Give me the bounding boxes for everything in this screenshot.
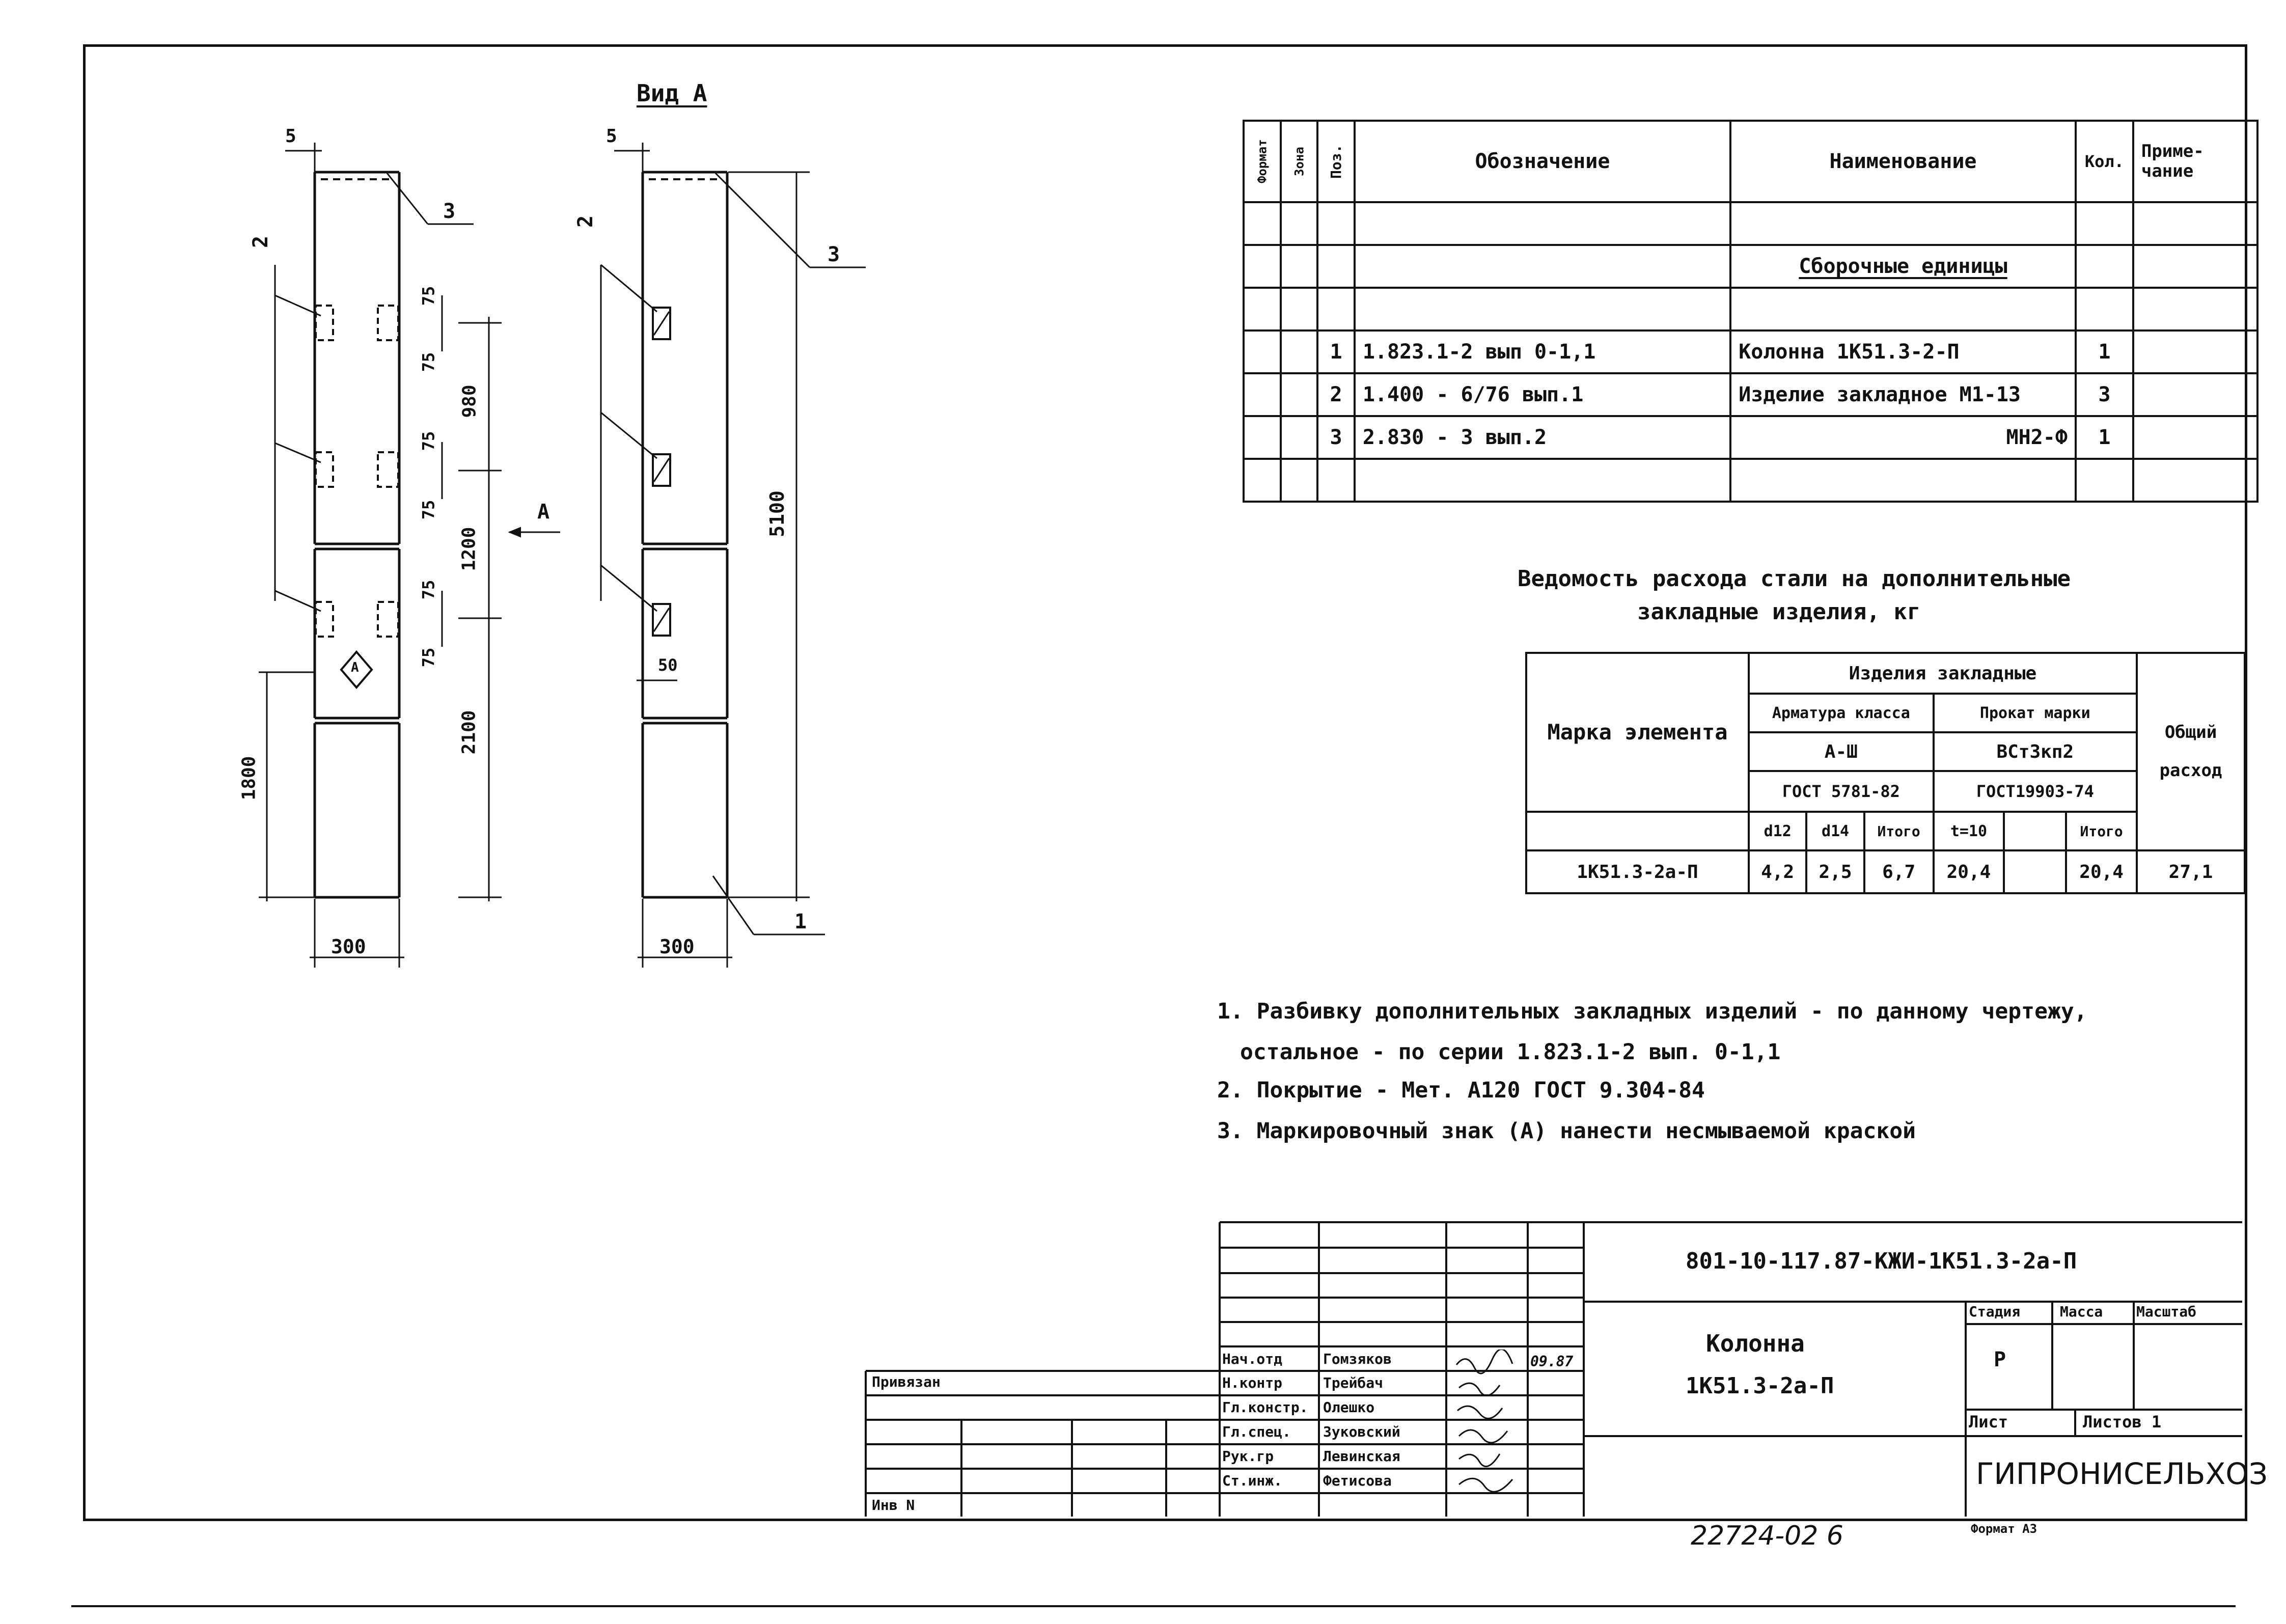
steel-row-value: 20,4: [2065, 849, 2138, 894]
stage-value: Р: [1994, 1348, 2006, 1371]
note-1-continued: остальное - по серии 1.823.1-2 вып. 0-1,…: [1240, 1039, 1781, 1065]
scale-header: Масштаб: [2136, 1303, 2197, 1320]
steel-rolled-grade: ВСт3кп2: [1932, 731, 2138, 772]
steel-sub-header: d14: [1805, 811, 1865, 851]
signer-date: 09.87: [1530, 1353, 1574, 1370]
signer-name: Олешко: [1323, 1399, 1375, 1416]
steel-sub-header: t=10: [1932, 811, 2005, 851]
signatures: [1455, 1350, 1513, 1493]
spec-header-note: Приме-чание: [2132, 120, 2259, 203]
right-dim-top-offset: 5: [606, 126, 617, 147]
spec-header-qty: Кол.: [2074, 120, 2134, 203]
signer-name: Левинская: [1323, 1448, 1400, 1465]
steel-gost-rolled: ГОСТ19903-74: [1932, 770, 2138, 813]
steel-header-total: Общий расход: [2136, 652, 2246, 851]
steel-sub-header: Итого: [2065, 811, 2138, 851]
spec-row-qty: 3: [2074, 372, 2134, 417]
steel-table-title-line2: закладные изделия, кг: [1637, 599, 1921, 625]
mass-header: Масса: [2060, 1303, 2103, 1320]
steel-gost-rebar: ГОСТ 5781-82: [1748, 770, 1935, 813]
spec-section-title: Сборочные единицы: [1799, 255, 2007, 278]
right-pos-3-label: 3: [828, 243, 840, 266]
signer-name: Зуковский: [1323, 1423, 1400, 1440]
spec-row-pos: 1: [1316, 329, 1356, 374]
signer-role: Ст.инж.: [1222, 1472, 1283, 1489]
spec-row: 3 2.830 - 3 вып.2 МН2-Ф 1: [1243, 415, 2259, 460]
steel-row-mark: 1К51.3-2а-П: [1525, 849, 1750, 894]
signer-name: Гомзяков: [1323, 1351, 1392, 1367]
document-code: 801-10-117.87-КЖИ-1К51.3-2а-П: [1686, 1248, 2077, 1274]
steel-table-title-line1: Ведомость расхода стали на дополнительны…: [1518, 566, 2071, 592]
right-dim-50: 50: [658, 655, 678, 675]
stage-header: Стадия: [1969, 1303, 2021, 1320]
privyazan-label: Привязан: [872, 1373, 941, 1390]
steel-rebar-class: А-Ш: [1748, 731, 1935, 772]
steel-header-rebar: Арматура класса: [1748, 693, 1935, 733]
note-2: 2. Покрытие - Мет. А120 ГОСТ 9.304-84: [1217, 1078, 1705, 1103]
view-arrow-label: А: [537, 500, 550, 524]
sheet-format: Формат А3: [1971, 1522, 2037, 1536]
spec-row-qty: 1: [2074, 415, 2134, 460]
steel-row-value: 2,5: [1805, 849, 1865, 894]
spec-row-designation: 1.400 - 6/76 вып.1: [1353, 372, 1732, 417]
view-a-title: Вид А: [637, 79, 707, 107]
spec-header-name: Наименование: [1729, 120, 2077, 203]
organization-name: ГИПРОНИСЕЛЬХОЗ: [1976, 1456, 2268, 1491]
signer-role: Гл.констр.: [1222, 1399, 1308, 1416]
signer-name: Трейбач: [1323, 1374, 1384, 1391]
steel-header-mark: Марка элемента: [1525, 652, 1750, 813]
right-column-body: [641, 171, 729, 899]
spec-row: 1 1.823.1-2 вып 0-1,1 Колонна 1К51.3-2-П…: [1243, 329, 2259, 374]
note-3: 3. Маркировочный знак (А) нанести несмыв…: [1217, 1118, 1916, 1144]
left-dim-top-offset: 5: [285, 126, 296, 147]
steel-row-value: 6,7: [1863, 849, 1935, 894]
spec-header-designation: Обозначение: [1353, 120, 1732, 203]
sheets-label: Листов 1: [2083, 1412, 2162, 1432]
steel-row-value: [2003, 849, 2068, 894]
specification-table: Формат Зона Поз. Обозначение Наименовани…: [1243, 120, 2259, 503]
spec-row-name: Изделие закладное М1-13: [1729, 372, 2077, 417]
steel-header-items: Изделия закладные: [1748, 652, 2138, 695]
steel-row-value: 20,4: [1932, 849, 2005, 894]
sheet-label: Лист: [1969, 1412, 2008, 1432]
inventory-number-label: Инв N: [872, 1497, 915, 1513]
spec-row-pos: 2: [1316, 372, 1356, 417]
bottom-trim-line: [71, 1605, 2236, 1607]
signer-role: Рук.гр: [1222, 1448, 1274, 1465]
signer-role: Нач.отд: [1222, 1351, 1283, 1367]
sheet-frame: [83, 44, 2247, 1521]
steel-sub-header: Итого: [1863, 811, 1935, 851]
signer-name: Фетисова: [1323, 1472, 1392, 1489]
spec-row-pos: 3: [1316, 415, 1356, 460]
spec-row-name: МН2-Ф: [1729, 415, 2077, 460]
steel-table: Марка элемента Изделия закладные Общий р…: [1525, 652, 2246, 894]
spec-row-qty: 1: [2074, 329, 2134, 374]
spec-row-designation: 1.823.1-2 вып 0-1,1: [1353, 329, 1732, 374]
signer-role: Н.контр: [1222, 1374, 1283, 1391]
title-name-line2: 1К51.3-2а-П: [1686, 1373, 1834, 1399]
right-pos-1-label: 1: [794, 910, 807, 933]
spec-row: 2 1.400 - 6/76 вып.1 Изделие закладное М…: [1243, 372, 2259, 417]
archive-number: 22724-02 6: [1691, 1521, 1843, 1551]
right-dim-width: 300: [659, 935, 695, 958]
spec-row-designation: 2.830 - 3 вып.2: [1353, 415, 1732, 460]
left-dim-width: 300: [331, 935, 366, 958]
steel-header-rolled: Прокат марки: [1932, 693, 2138, 733]
left-pos-3-label: 3: [443, 200, 456, 223]
note-1: 1. Разбивку дополнительных закладных изд…: [1217, 999, 2087, 1024]
steel-row-value: 4,2: [1747, 849, 1808, 894]
steel-sub-header: d12: [1747, 811, 1808, 851]
steel-data-row: 1К51.3-2а-П 4,2 2,5 6,7 20,4 20,4 27,1: [1525, 849, 2246, 894]
title-name-line1: Колонна: [1706, 1330, 1805, 1357]
signer-role: Гл.спец.: [1222, 1423, 1291, 1440]
column-drawing: [259, 143, 866, 968]
steel-sub-header: [2003, 811, 2068, 851]
left-mark-sign: А: [351, 660, 359, 675]
spec-row-name: Колонна 1К51.3-2-П: [1729, 329, 2077, 374]
steel-row-total: 27,1: [2136, 849, 2246, 894]
